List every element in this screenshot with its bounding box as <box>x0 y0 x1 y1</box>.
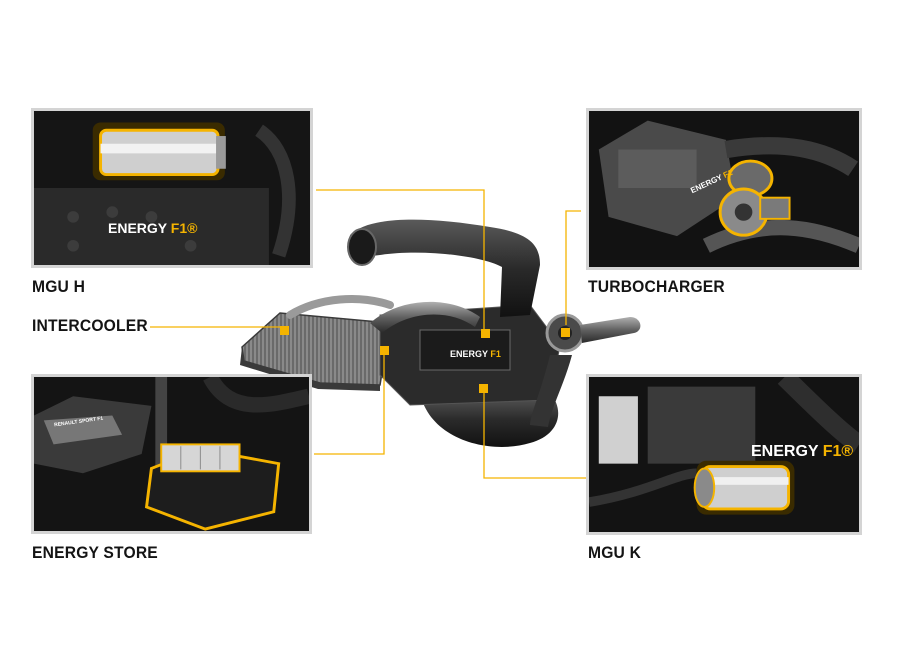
label-mgu-k: MGU K <box>588 543 642 562</box>
mgu-h-energy-brand: ENERGY F1® <box>108 220 198 236</box>
label-energy-store: ENERGY STORE <box>32 543 158 562</box>
turbocharger-illustration <box>589 111 859 267</box>
marker-intercooler <box>280 326 289 335</box>
label-intercooler: INTERCOOLER <box>32 316 148 335</box>
mgu-k-energy-brand: ENERGY F1® <box>751 443 854 460</box>
marker-turbocharger <box>561 328 570 337</box>
engine-energy-brand: ENERGY F1 <box>450 349 501 359</box>
label-turbocharger: TURBOCHARGER <box>588 277 725 296</box>
mgu-k-illustration <box>589 377 859 532</box>
panel-mgu-h: ENERGY F1® <box>31 108 313 268</box>
marker-energy-store <box>380 346 389 355</box>
label-mgu-h: MGU H <box>32 277 86 296</box>
panel-turbocharger: ENERGY F1 <box>586 108 862 270</box>
mgu-h-illustration <box>34 111 310 265</box>
panel-mgu-k: ENERGY F1® <box>586 374 862 535</box>
panel-energy-store: RENAULT SPORT F1 <box>31 374 312 534</box>
marker-mgu-k <box>479 384 488 393</box>
marker-mgu-h <box>481 329 490 338</box>
energy-store-illustration <box>34 377 309 531</box>
